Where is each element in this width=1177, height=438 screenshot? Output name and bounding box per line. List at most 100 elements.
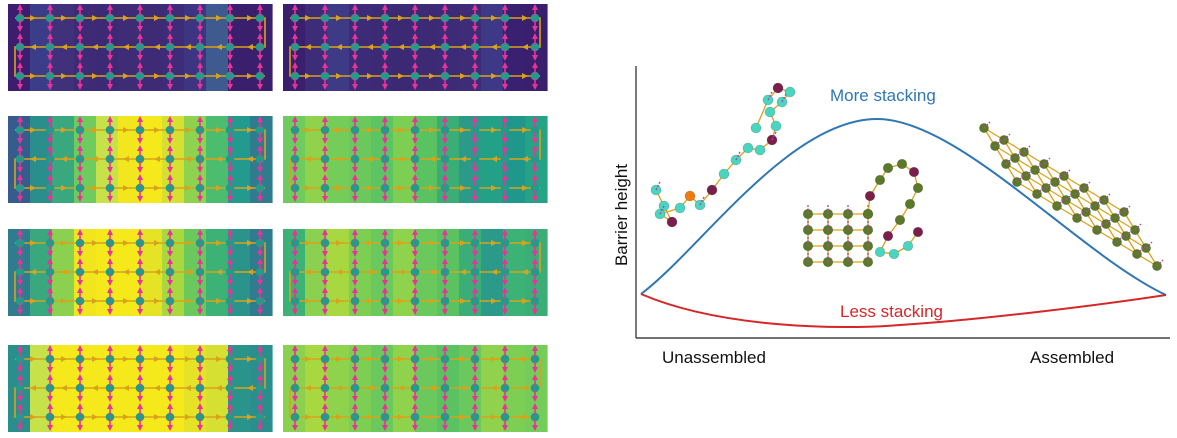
bead [225, 42, 235, 52]
bead [75, 183, 85, 193]
bead [255, 183, 265, 193]
path-arrowhead [154, 356, 160, 362]
path-arrowhead [336, 156, 342, 162]
spin-marker [1094, 199, 1102, 207]
path-arrowhead [305, 156, 311, 162]
path-arrowhead [123, 15, 129, 21]
path-arrowhead [185, 269, 191, 275]
path-arrowhead [491, 185, 497, 191]
path-arrowhead [429, 356, 435, 362]
path-arrowhead [367, 15, 373, 21]
energy-diagram: Barrier height Unassembled Assembled Mor… [612, 66, 1170, 367]
bead [195, 71, 205, 81]
path-arrowhead [522, 240, 528, 246]
bead [470, 42, 480, 52]
path-arrowhead [61, 240, 67, 246]
bead [135, 183, 145, 193]
bead [75, 412, 85, 422]
panel-2-right [283, 116, 548, 203]
path-arrowhead [398, 414, 404, 420]
bead [105, 125, 115, 135]
path-arrowhead [522, 15, 528, 21]
spin-marker [1156, 259, 1164, 267]
bead [470, 412, 480, 422]
path-arrowhead [398, 269, 404, 275]
atom [894, 214, 906, 226]
path-arrowhead [336, 185, 342, 191]
path-arrowhead [123, 356, 129, 362]
atom [882, 162, 894, 174]
bead [350, 296, 360, 306]
bead [255, 125, 265, 135]
path-arrowhead [30, 414, 36, 420]
bead [135, 296, 145, 306]
path-arrowhead [367, 269, 373, 275]
path-arrowhead [398, 356, 404, 362]
spin-marker [983, 121, 991, 129]
path-arrowhead [398, 185, 404, 191]
path-arrowhead [30, 269, 36, 275]
path-arrowhead [429, 385, 435, 391]
path-arrowhead [460, 15, 466, 21]
spin-marker [1045, 181, 1053, 189]
bead [470, 154, 480, 164]
bead [530, 383, 540, 393]
path-arrowhead [247, 385, 253, 391]
path-arrowhead [185, 44, 191, 50]
atom [882, 230, 894, 242]
spin-marker [1043, 157, 1051, 165]
bead [320, 125, 330, 135]
spin-marker [1054, 175, 1062, 183]
path-arrowhead [61, 15, 67, 21]
path-arrowhead [398, 15, 404, 21]
path-arrowhead [398, 73, 404, 79]
path-arrowhead [367, 298, 373, 304]
atom [784, 86, 796, 98]
bead [45, 354, 55, 364]
bead [165, 267, 175, 277]
bead [350, 412, 360, 422]
path-arrowhead [61, 298, 67, 304]
bead [255, 383, 265, 393]
bead [15, 354, 25, 364]
path-arrowhead [30, 156, 36, 162]
bead [195, 238, 205, 248]
path-arrowhead [305, 73, 311, 79]
path-arrowhead [123, 269, 129, 275]
atom [770, 120, 782, 132]
path-arrowhead [367, 44, 373, 50]
bead [410, 296, 420, 306]
bead [255, 71, 265, 81]
spin-marker [1085, 205, 1093, 213]
atom [684, 190, 696, 202]
path-arrowhead [185, 15, 191, 21]
bead [380, 13, 390, 23]
path-arrowhead [92, 385, 98, 391]
path-arrowhead [522, 414, 528, 420]
bead [290, 383, 300, 393]
spin-marker [1023, 145, 1031, 153]
more-stacking-label: More stacking [830, 86, 936, 105]
path-arrowhead [398, 156, 404, 162]
path-arrowhead [216, 15, 222, 21]
bead [225, 183, 235, 193]
atom [718, 168, 730, 180]
path-arrowhead [336, 385, 342, 391]
spin-marker [994, 139, 1002, 147]
bead [470, 71, 480, 81]
path-arrowhead [154, 385, 160, 391]
path-arrowhead [92, 156, 98, 162]
bead [135, 125, 145, 135]
path-arrowhead [185, 156, 191, 162]
bead [255, 412, 265, 422]
bead [225, 154, 235, 164]
spin-marker [1145, 241, 1153, 249]
bead [440, 183, 450, 193]
bead [165, 71, 175, 81]
bead [105, 354, 115, 364]
bond [755, 99, 769, 129]
bead [380, 71, 390, 81]
bead [45, 238, 55, 248]
bead [320, 267, 330, 277]
bead [45, 183, 55, 193]
